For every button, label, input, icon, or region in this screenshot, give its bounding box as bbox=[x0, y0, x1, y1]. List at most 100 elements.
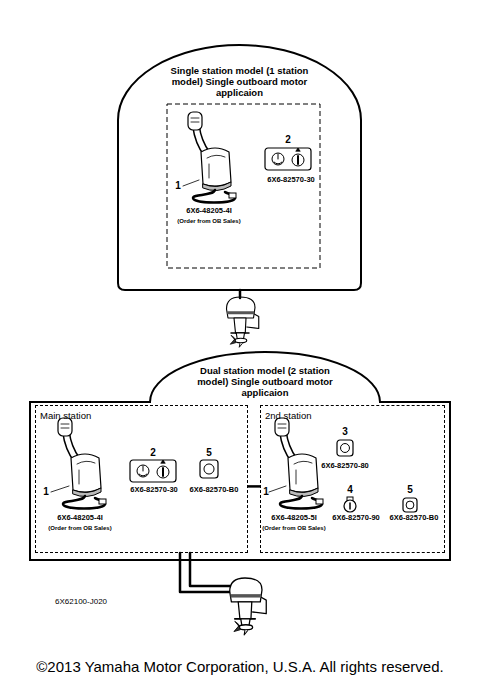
drawing-stroke bbox=[63, 496, 105, 509]
dashed-frame bbox=[167, 104, 320, 268]
drawing-stroke bbox=[239, 290, 242, 298]
push-button bbox=[337, 440, 353, 456]
drawing-stroke bbox=[294, 461, 312, 484]
wire-plug bbox=[99, 499, 106, 504]
control-lever bbox=[58, 418, 106, 509]
model-heading: Dual station model (2 station model) Sin… bbox=[190, 365, 340, 398]
switch-panel bbox=[265, 148, 311, 170]
drawing-stroke bbox=[269, 486, 286, 492]
drawing-stroke bbox=[161, 460, 165, 463]
model-heading: Single station model (1 station model) S… bbox=[165, 65, 315, 98]
drawing-stroke bbox=[296, 148, 300, 151]
callout-number: 1 bbox=[43, 486, 49, 497]
drawing-stroke bbox=[238, 602, 252, 619]
drawing-stroke bbox=[234, 318, 246, 333]
drawing-stroke bbox=[183, 180, 199, 186]
drawing-stroke bbox=[288, 454, 318, 492]
part-number: 6X6-82570-30 bbox=[267, 176, 315, 184]
button-cap bbox=[204, 464, 214, 474]
drawing-stroke bbox=[227, 297, 256, 318]
drawing-stroke bbox=[191, 118, 199, 122]
outboard-motor bbox=[230, 578, 267, 635]
drawing-stroke bbox=[230, 335, 235, 344]
drawing-stroke bbox=[280, 496, 322, 509]
part-number: 6X6-82570-90 bbox=[332, 514, 380, 522]
drawing-stroke bbox=[278, 424, 286, 428]
switch-knob bbox=[292, 154, 304, 166]
callout-number: 5 bbox=[206, 447, 212, 458]
station-heading: 2nd station bbox=[265, 410, 311, 421]
callout-number: 2 bbox=[150, 447, 156, 458]
callout-number: 1 bbox=[175, 180, 181, 191]
drawing-stroke bbox=[297, 156, 299, 164]
drawing-stroke bbox=[71, 454, 101, 492]
wire-plug bbox=[316, 499, 323, 504]
push-button bbox=[403, 498, 417, 512]
drawing-stroke bbox=[77, 461, 95, 484]
callout-number: 4 bbox=[347, 484, 353, 495]
station-heading: Main station bbox=[40, 410, 91, 421]
region-border bbox=[118, 45, 361, 290]
callout-number: 2 bbox=[285, 134, 291, 145]
key-barrel bbox=[344, 500, 356, 512]
button-plate bbox=[200, 460, 218, 478]
drawing-stroke bbox=[207, 155, 225, 178]
drawing-stroke bbox=[274, 154, 282, 164]
part-number: 6X6-82570-B0 bbox=[190, 486, 239, 494]
part-number: 6X6-48205-4I bbox=[57, 514, 102, 522]
button-plate bbox=[403, 498, 417, 512]
lever-grip bbox=[188, 112, 202, 130]
part-number: 6X62100-J020 bbox=[55, 598, 107, 607]
part-number: 6X6-48205-4I bbox=[186, 207, 231, 215]
drawing-stroke bbox=[61, 424, 69, 428]
drawing-stroke bbox=[190, 553, 230, 586]
drawing-stroke bbox=[290, 488, 318, 497]
station-link bbox=[248, 485, 260, 488]
switch-knob bbox=[272, 153, 284, 165]
button-plate bbox=[337, 440, 353, 456]
button-cap bbox=[341, 444, 350, 453]
drawing-stroke bbox=[139, 466, 147, 476]
drawing-stroke bbox=[230, 578, 262, 602]
callout-number: 5 bbox=[407, 484, 413, 495]
control-lever bbox=[275, 418, 323, 509]
model-region: Single station model (1 station model) S… bbox=[118, 45, 361, 290]
part-number: (Order from OB Sales) bbox=[48, 525, 111, 532]
key-switch bbox=[344, 497, 356, 512]
drawing-stroke bbox=[234, 621, 240, 631]
button-cap bbox=[406, 501, 414, 509]
drawing-stroke bbox=[239, 343, 242, 348]
part-number: 6X6-82570-80 bbox=[321, 462, 369, 470]
drawing-stroke bbox=[201, 148, 231, 186]
copyright-note: ©2013 Yamaha Motor Corporation, U.S.A. A… bbox=[36, 659, 443, 676]
region-border bbox=[30, 352, 450, 560]
drawing-stroke bbox=[349, 503, 351, 509]
switch-knob bbox=[137, 465, 149, 477]
drawing-stroke bbox=[51, 486, 69, 492]
wire-plug bbox=[229, 193, 236, 198]
callout-number: 3 bbox=[342, 426, 348, 437]
part-number: 6X6-82570-30 bbox=[130, 486, 178, 494]
control-lever bbox=[188, 112, 236, 203]
push-button bbox=[200, 460, 218, 478]
drawing-stroke bbox=[73, 488, 101, 497]
drawing-stroke bbox=[180, 553, 229, 592]
callout-number: 1 bbox=[263, 486, 269, 497]
drawing-stroke bbox=[244, 630, 247, 635]
outboard-motor bbox=[227, 297, 259, 347]
gear-case bbox=[239, 625, 253, 630]
cowl-band bbox=[231, 594, 262, 597]
drawing-stroke bbox=[193, 190, 235, 203]
panel-plate bbox=[130, 460, 176, 482]
switch-knob bbox=[157, 466, 169, 478]
cowl-band bbox=[227, 311, 254, 314]
switch-panel bbox=[130, 460, 176, 482]
gear-case bbox=[235, 338, 247, 343]
part-number: 6X6-82570-B0 bbox=[390, 514, 439, 522]
part-number: (Order from OB Sales) bbox=[262, 525, 325, 532]
drawing-stroke bbox=[203, 182, 231, 191]
part-number: (Order from OB Sales) bbox=[177, 218, 240, 225]
part-number: 6X6-48205-5I bbox=[271, 514, 316, 522]
